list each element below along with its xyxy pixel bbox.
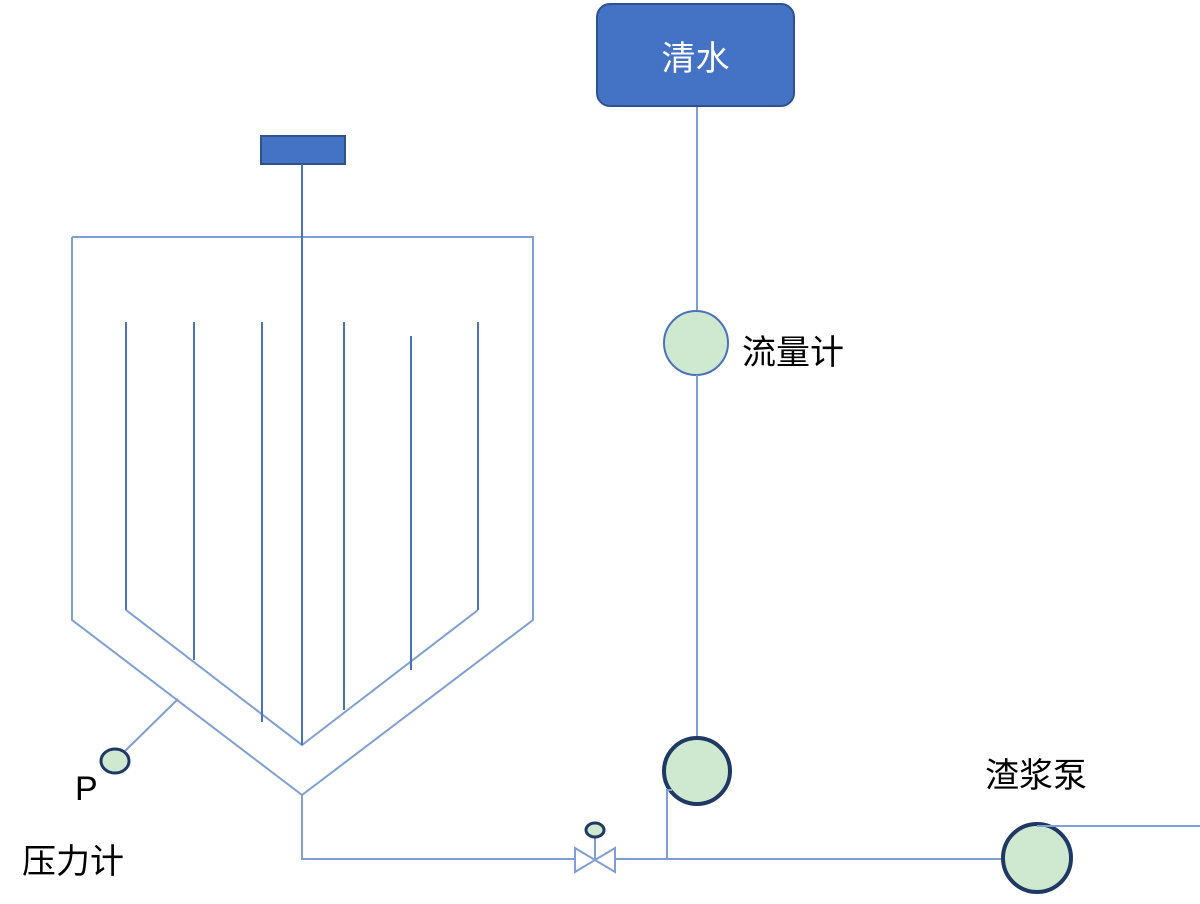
clear-water-tank: 清水 [596, 3, 795, 107]
slurry-pump-label: 渣浆泵 [985, 756, 1087, 796]
valve-body [574, 846, 616, 874]
clear-water-label: 清水 [661, 38, 730, 79]
tank-baffles [125, 322, 479, 722]
water-pump-icon [662, 736, 732, 806]
pressure-gauge-icon [99, 747, 131, 775]
pressure-gauge-label: 压力计 [22, 842, 124, 882]
pressure-tap-line [123, 698, 179, 753]
flow-meter-icon [663, 310, 729, 376]
valve-handwheel [584, 821, 606, 839]
pressure-symbol: P [75, 770, 98, 808]
gate-valve-icon [574, 821, 616, 874]
pump-icon [1001, 822, 1073, 894]
flow-meter-label: 流量计 [742, 333, 844, 373]
outlet-pipe [301, 795, 1010, 860]
agitator-motor [260, 135, 346, 165]
tank-outer-shell [71, 236, 534, 797]
water-pump-discharge [666, 789, 672, 859]
